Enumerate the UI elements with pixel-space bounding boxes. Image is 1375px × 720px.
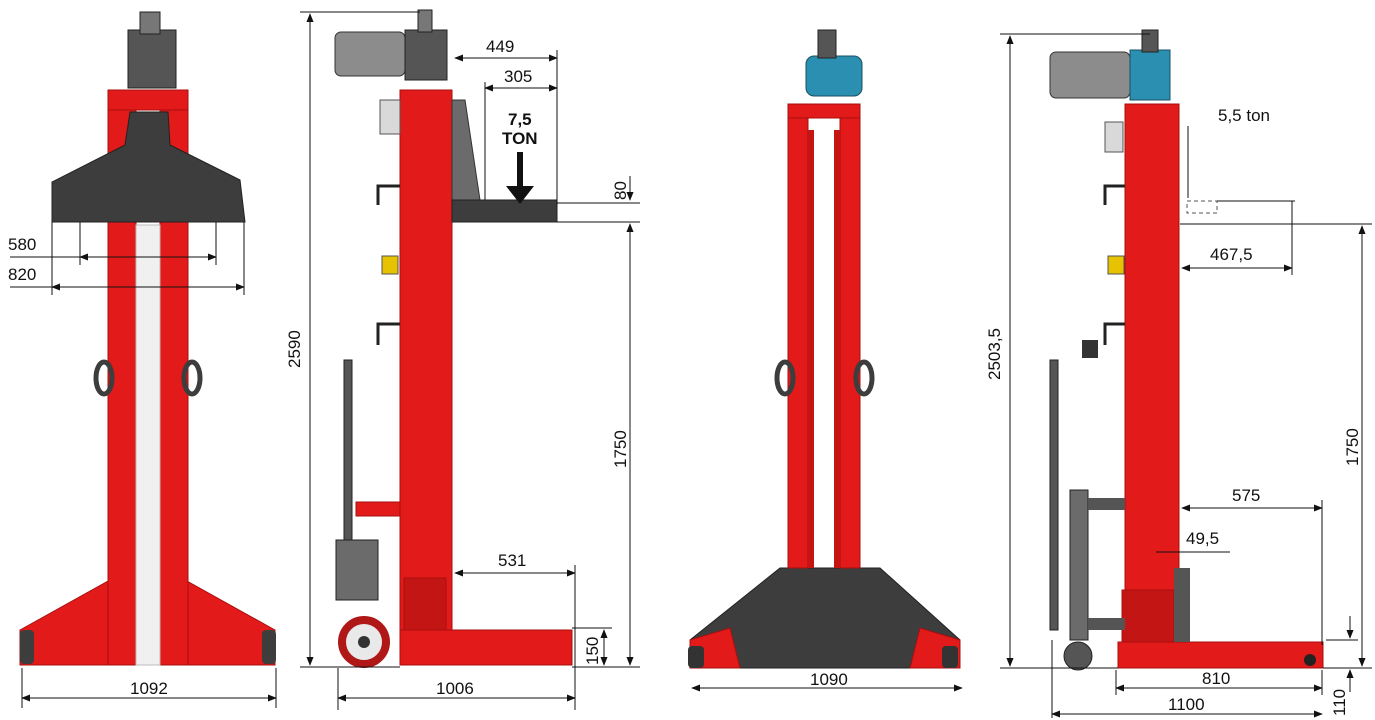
front-view-lift-a: 580 820 1092 [8, 11, 277, 708]
base-wheel [1304, 654, 1316, 666]
side-view-lift-b: 5,5 ton 467,5 2503,5 1750 575 49,5 110 8… [985, 29, 1372, 718]
base-plate-gray [1174, 568, 1190, 642]
jack-arm-lower [1088, 618, 1125, 630]
motor [1049, 51, 1131, 99]
wheel-right [942, 646, 958, 668]
dim-531-label: 531 [498, 551, 526, 570]
load-unit: TON [502, 129, 538, 148]
wheel-left [20, 630, 34, 664]
column-gusset [451, 99, 481, 201]
dim-49-label: 49,5 [1186, 529, 1219, 548]
dim-2590-label: 2590 [285, 330, 304, 368]
dim-810-label: 810 [1202, 669, 1230, 688]
jack-frame [1069, 489, 1089, 641]
gearbox [404, 29, 448, 81]
jack-arm [355, 501, 401, 517]
dim-1750-label: 1750 [1343, 428, 1362, 466]
motor-top [127, 29, 177, 89]
dim-1090-label: 1090 [810, 670, 848, 689]
base-block [403, 577, 447, 631]
dim-305-label: 305 [504, 67, 532, 86]
gearbox-top [1141, 29, 1159, 53]
motor-head [139, 11, 161, 35]
column-top-cap [107, 89, 189, 111]
side-view-lift-a: 7,5 TON 449 305 80 2590 1750 531 150 100… [285, 9, 640, 710]
jack-wheel [1063, 641, 1093, 671]
load-label: 5,5 ton [1218, 106, 1270, 125]
base-block [1121, 589, 1175, 643]
hook-lower [1103, 322, 1125, 345]
column-inner-right [834, 130, 840, 568]
fork-arm [451, 199, 558, 223]
dim-467-label: 467,5 [1210, 245, 1253, 264]
column-right [839, 103, 861, 569]
jack-arm-upper [1088, 498, 1125, 510]
dim-1006-label: 1006 [436, 679, 474, 698]
column-left [787, 103, 809, 569]
hook-upper [376, 184, 400, 205]
cable-connector [1082, 340, 1098, 358]
hydraulic-unit-top [817, 29, 837, 59]
wheel-left [688, 646, 704, 668]
front-view-lift-b: 1090 [688, 29, 963, 692]
dim-1750-label: 1750 [611, 430, 630, 468]
dim-820-label: 820 [8, 265, 36, 284]
dim-80-label: 80 [611, 181, 630, 200]
jack-handle [1049, 359, 1059, 631]
motor [334, 31, 406, 77]
gearbox-top [417, 9, 433, 33]
side-handle-right [181, 359, 203, 397]
dim-449-label: 449 [486, 37, 514, 56]
hook-lower [376, 322, 400, 345]
side-handle-left [774, 359, 796, 397]
wheel-right [262, 630, 276, 664]
dim-580-label: 580 [8, 235, 36, 254]
side-handle-left [93, 359, 115, 397]
column-center-slot [135, 224, 161, 666]
base-beam [399, 629, 573, 666]
column-body [1124, 103, 1180, 645]
dim-2503-label: 2503,5 [985, 328, 1004, 380]
load-value: 7,5 [508, 110, 532, 129]
lifting-carriage-plate [51, 111, 246, 223]
control-box-upper [1104, 121, 1124, 153]
column-inner-left [808, 130, 814, 568]
control-box-lower [381, 255, 399, 275]
hook-upper [1103, 184, 1125, 205]
jack-wheel-hub [358, 636, 370, 648]
gearbox [1129, 49, 1171, 101]
dim-1092-label: 1092 [130, 679, 168, 698]
fork-dashed-outline [1186, 200, 1218, 214]
column-body [399, 89, 453, 651]
load-arrow-head [506, 186, 534, 204]
jack-cylinder [335, 539, 379, 601]
jack-handle [343, 359, 353, 551]
base-beam [1117, 641, 1324, 669]
dim-150-label: 150 [583, 637, 602, 665]
side-handle-right [853, 359, 875, 397]
column-top-cap [787, 103, 861, 119]
dim-1100-label: 1100 [1168, 695, 1205, 714]
control-box-lower [1107, 255, 1125, 275]
hydraulic-unit [805, 55, 863, 97]
control-box-upper [379, 99, 401, 135]
dim-110-label: 110 [1330, 689, 1349, 716]
base-right-wing [184, 579, 276, 666]
dim-575-label: 575 [1232, 486, 1260, 505]
